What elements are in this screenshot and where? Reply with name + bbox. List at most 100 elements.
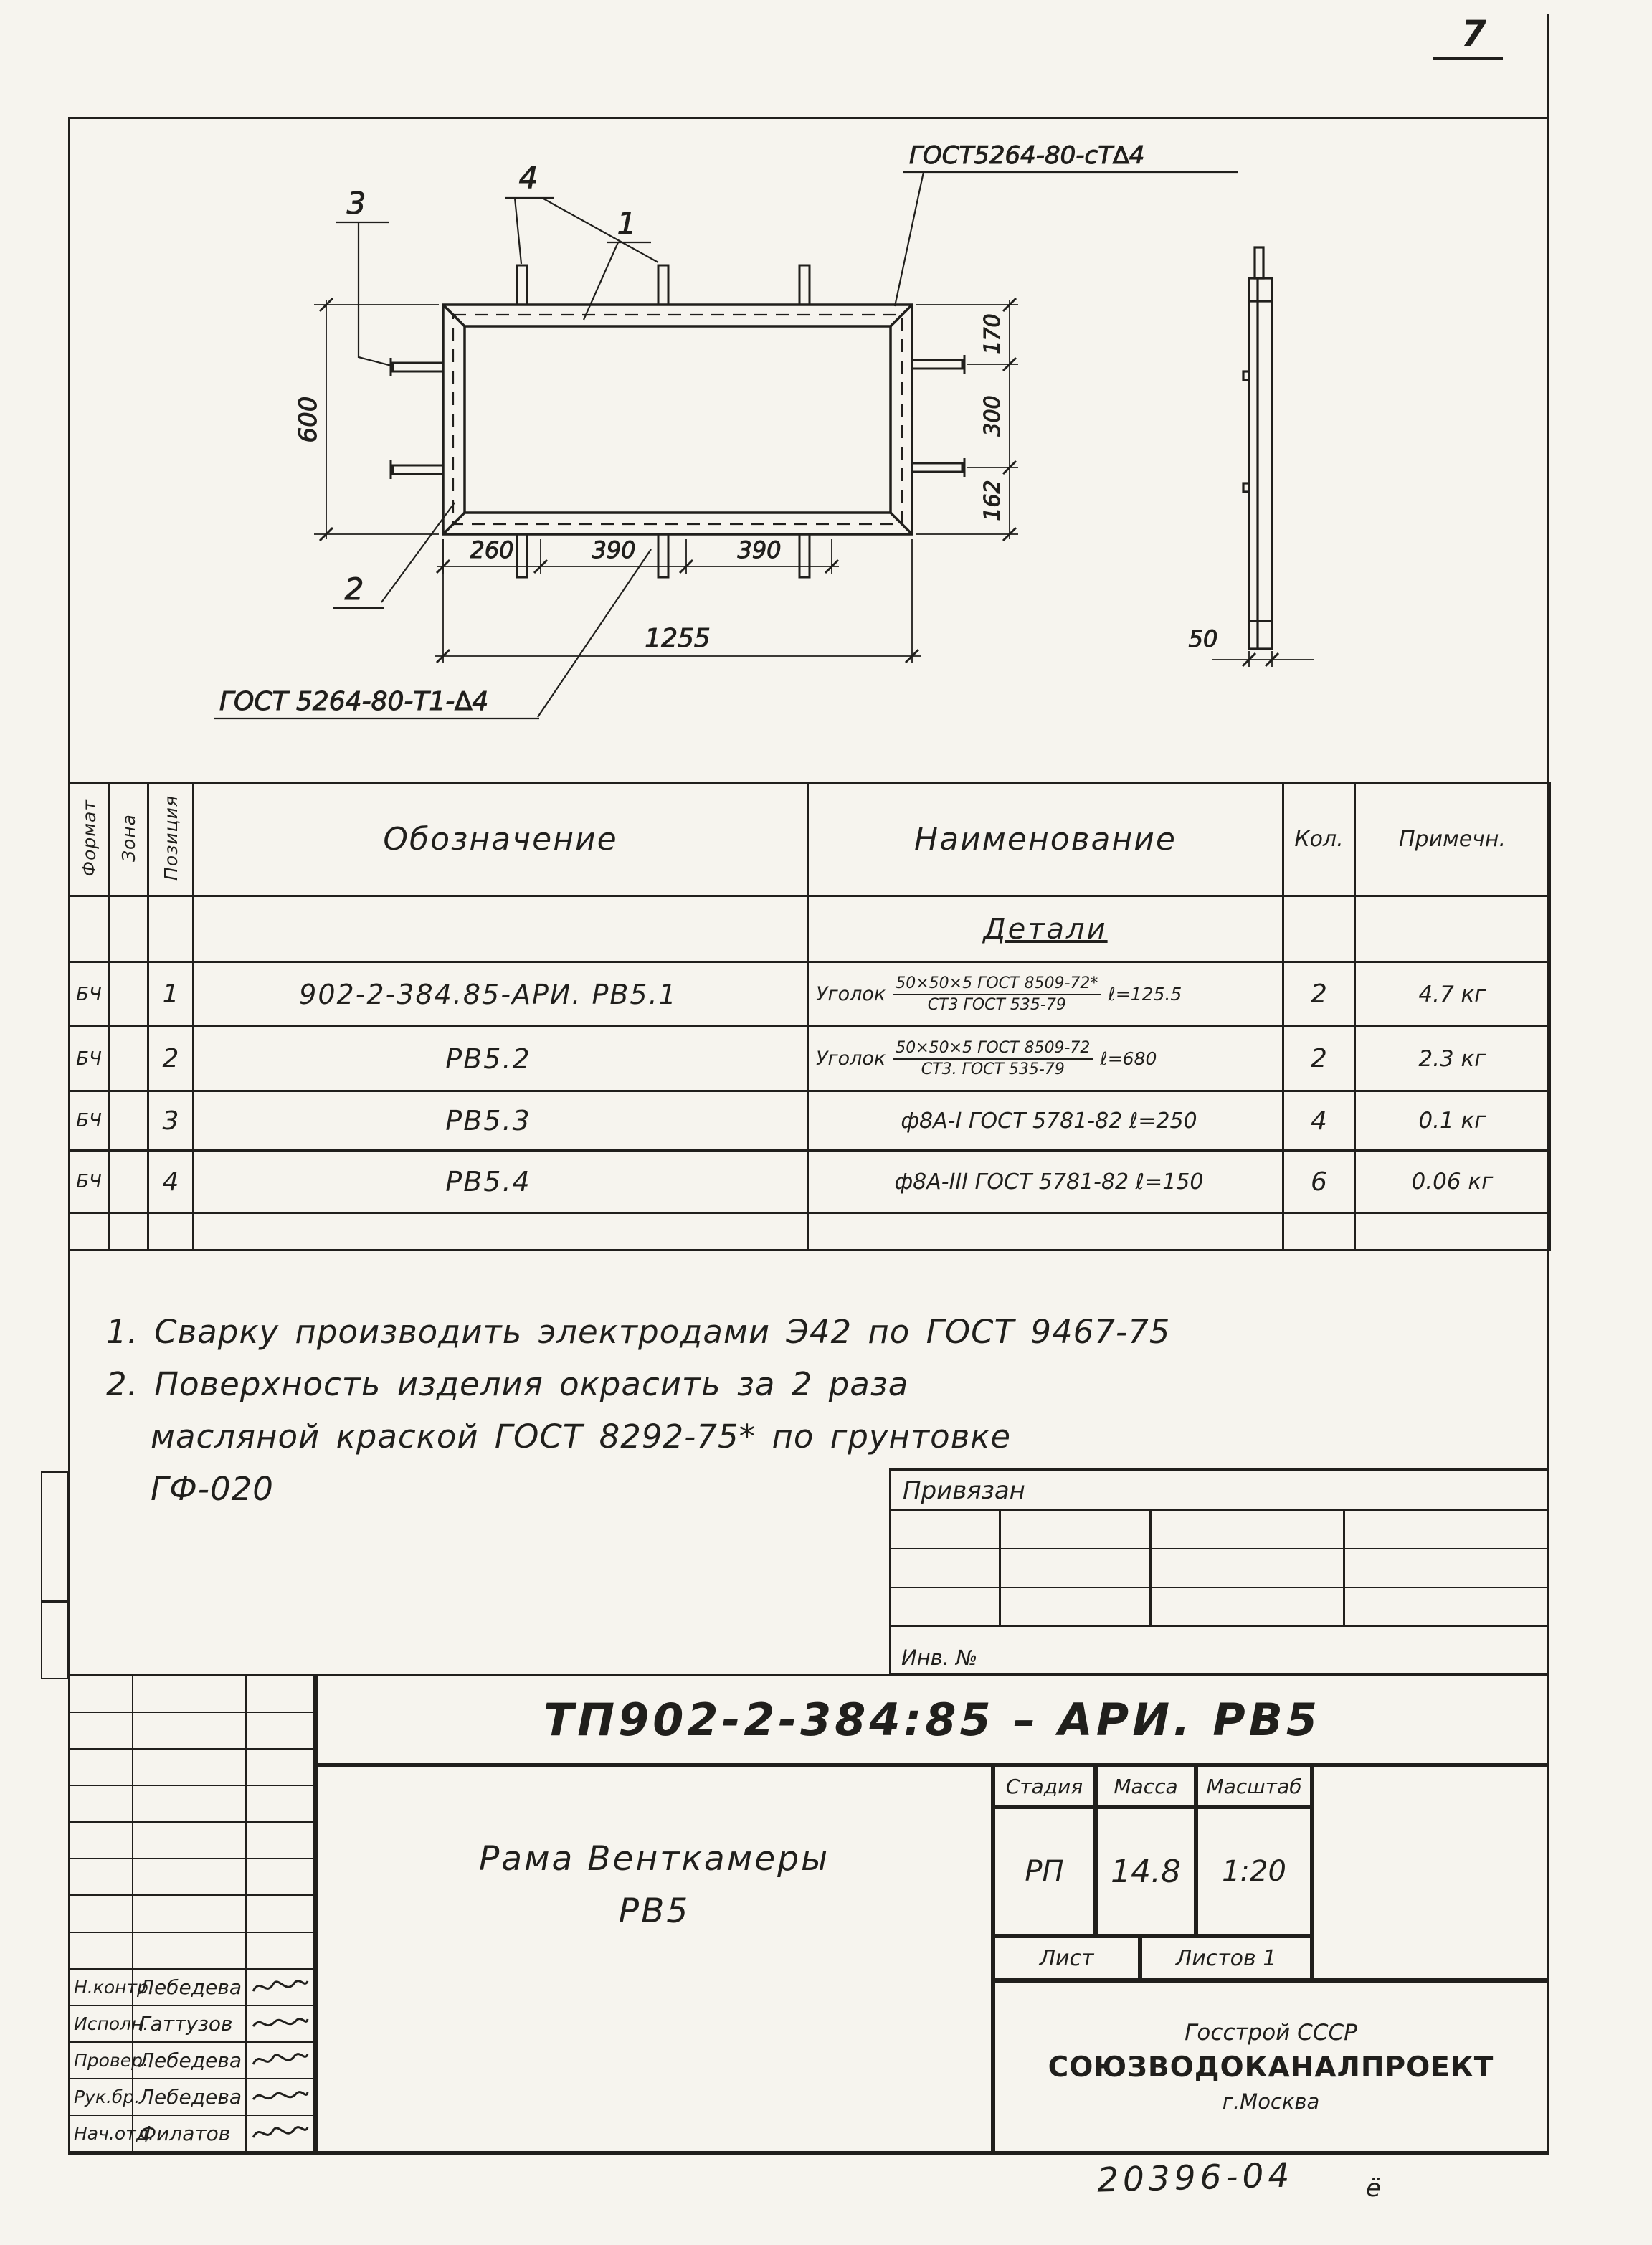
row-format: БЧ <box>68 1090 110 1152</box>
signature-name: Лебедева <box>133 2079 247 2115</box>
signature-table: Н.контр. Лебедева Исполн. Гаттузов Прове… <box>68 1674 315 2153</box>
mass-label-cell: Масса <box>1096 1765 1196 1807</box>
angle-prefix: Уголок <box>816 1048 886 1070</box>
note-line-1: 1. Сварку производить электродами Э42 по… <box>106 1313 1171 1351</box>
spec-cell-empty <box>807 1212 1284 1251</box>
document-title-line2: РВ5 <box>618 1891 690 1931</box>
row-position: 2 <box>147 1025 194 1092</box>
note-line-4: ГФ-020 <box>151 1469 274 1508</box>
attachment-grid-row <box>891 1549 1547 1588</box>
spec-cell-empty <box>192 895 809 963</box>
signature-row: Нач.отд. Филатов <box>70 2115 313 2152</box>
empty-row <box>70 1823 313 1860</box>
row-name: ф8А-III ГОСТ 5781-82 ℓ=150 <box>807 1149 1284 1214</box>
empty-row <box>70 1896 313 1933</box>
col-header-qty: Кол. <box>1282 782 1356 897</box>
signature-scribble <box>247 2079 313 2115</box>
margin-box-top <box>41 1471 68 1602</box>
inventory-stamp: 20396-04 <box>1096 2155 1294 2201</box>
col-header-designation: Обозначение <box>192 782 809 897</box>
row-position: 4 <box>147 1149 194 1214</box>
spec-cell-empty <box>1282 1212 1356 1251</box>
empty-row <box>70 1786 313 1823</box>
attachment-grid <box>891 1511 1547 1627</box>
spec-cell-empty <box>1282 895 1356 963</box>
designation-cell: ТП902-2-384:85 – АРИ. РВ5 <box>315 1674 1549 1765</box>
document-title-line1: Рама Венткамеры <box>478 1839 830 1879</box>
row-format: БЧ <box>68 1149 110 1214</box>
signature-role: Нач.отд. <box>70 2115 154 2152</box>
section-title: Детали <box>807 895 1284 963</box>
col-header-format: Формат <box>68 782 110 897</box>
spec-cell-empty <box>108 1025 149 1092</box>
spec-header-row: Формат Зона Позиция Обозначение Наименов… <box>68 782 1551 897</box>
org-parent: Госстрой СССР <box>1185 2020 1357 2046</box>
spec-cell-empty <box>1354 895 1551 963</box>
spec-cell-empty <box>108 1090 149 1152</box>
spec-cell-empty <box>108 961 149 1027</box>
section-spec-fraction: 50×50×5 ГОСТ 8509-72* СТ3 ГОСТ 535-79 <box>893 974 1101 1015</box>
signature-role: Исполн. <box>70 2006 148 2041</box>
signature-role: Рук.бр. <box>70 2079 140 2115</box>
row-note: 2.3 кг <box>1354 1025 1551 1092</box>
row-designation: РВ5.4 <box>192 1149 809 1214</box>
row-qty: 2 <box>1282 1025 1356 1092</box>
row-qty: 2 <box>1282 961 1356 1027</box>
stage-label-cell: Стадия <box>993 1765 1096 1807</box>
row-qty: 6 <box>1282 1149 1356 1214</box>
technical-notes: 1. Сварку производить электродами Э42 по… <box>106 1306 1282 1516</box>
attachment-grid-row <box>891 1588 1547 1627</box>
col-header-zone: Зона <box>108 782 149 897</box>
signature-row: Исполн. Гаттузов <box>70 2006 313 2043</box>
spec-cell-empty <box>192 1212 809 1251</box>
empty-row <box>70 1750 313 1787</box>
scale-label-cell: Масштаб <box>1196 1765 1312 1807</box>
stamp-mark: ё <box>1366 2174 1381 2203</box>
signature-scribble <box>247 1970 313 2005</box>
page-number: 7 <box>1461 13 1486 54</box>
row-designation: 902-2-384.85-АРИ. РВ5.1 <box>192 961 809 1027</box>
sheets-label-cell: Листов 1 <box>1140 1936 1312 1980</box>
margin-box-bottom <box>41 1602 68 1679</box>
row-format: БЧ <box>68 1025 110 1092</box>
page-number-underline <box>1433 57 1503 60</box>
signature-scribble <box>247 2043 313 2078</box>
document-designation: ТП902-2-384:85 – АРИ. РВ5 <box>543 1694 1321 1746</box>
col-header-note: Примечн. <box>1354 782 1551 897</box>
signature-row: Провер. Лебедева <box>70 2042 313 2079</box>
signature-row: Рук.бр. Лебедева <box>70 2079 313 2116</box>
attachment-grid-divider <box>999 1511 1001 1627</box>
attachment-grid-divider <box>1343 1511 1345 1627</box>
row-position: 1 <box>147 961 194 1027</box>
attached-label: Привязан <box>891 1471 1547 1511</box>
attachment-grid-row <box>891 1511 1547 1549</box>
col-header-position: Позиция <box>147 782 194 897</box>
spec-cell-empty <box>108 1149 149 1214</box>
row-name: Уголок 50×50×5 ГОСТ 8509-72* СТ3 ГОСТ 53… <box>807 961 1284 1027</box>
row-position: 3 <box>147 1090 194 1152</box>
signature-scribble <box>247 2116 313 2151</box>
row-note: 4.7 кг <box>1354 961 1551 1027</box>
spec-row-3: БЧ 3 РВ5.3 ф8А-I ГОСТ 5781-82 ℓ=250 4 0.… <box>68 1090 1551 1152</box>
empty-row <box>70 1859 313 1897</box>
row-note: 0.06 кг <box>1354 1149 1551 1214</box>
spec-cell-empty <box>68 1212 110 1251</box>
note-line-3: масляной краской ГОСТ 8292-75* по грунто… <box>151 1417 1012 1456</box>
note-line-2: 2. Поверхность изделия окрасить за 2 раз… <box>106 1364 909 1403</box>
inventory-number-label: Инв. № <box>901 1646 978 1670</box>
row-note: 0.1 кг <box>1354 1090 1551 1152</box>
col-header-name: Наименование <box>807 782 1284 897</box>
frame-extension-line <box>1547 14 1549 117</box>
spec-cell-empty <box>108 1212 149 1251</box>
row-designation: РВ5.3 <box>192 1090 809 1152</box>
spec-cell-empty <box>147 1212 194 1251</box>
empty-row <box>70 1713 313 1750</box>
stage-value-cell: РП <box>993 1807 1096 1936</box>
signature-name: Лебедева <box>133 1969 247 2005</box>
mass-value-cell: 14.8 <box>1096 1807 1196 1936</box>
empty-row <box>70 1676 313 1714</box>
spec-cell-empty <box>68 895 110 963</box>
spec-row-1: БЧ 1 902-2-384.85-АРИ. РВ5.1 Уголок 50×5… <box>68 961 1551 1027</box>
spec-section-row: Детали <box>68 895 1551 963</box>
scale-value-cell: 1:20 <box>1196 1807 1312 1936</box>
